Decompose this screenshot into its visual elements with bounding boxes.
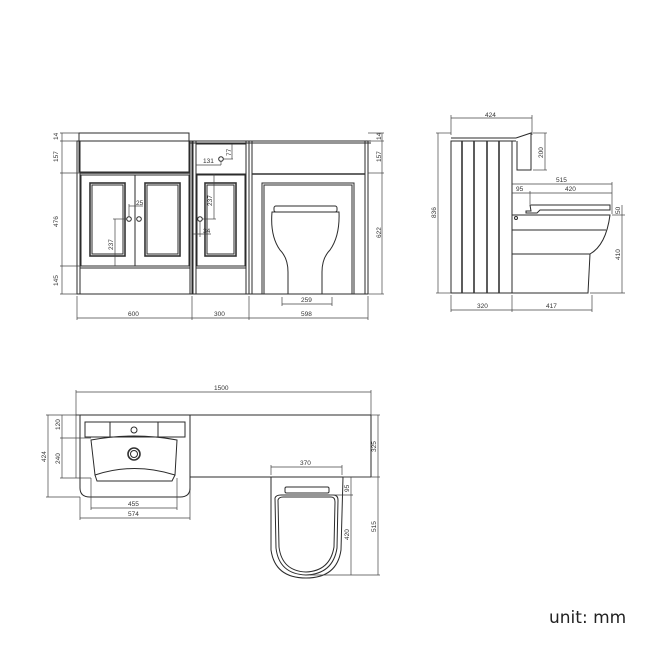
dim-handle-offset: 25 [136,200,144,207]
dim-pan-height: 410 [615,249,622,260]
dim-width-mid: 300 [214,311,225,318]
dim-basin-depth: 424 [41,451,48,462]
dim-drawer-height: 157 [53,151,60,162]
dim-total-height: 836 [431,207,438,218]
dim-total-width: 1500 [214,385,229,392]
dim-basin-width: 574 [128,511,139,518]
dim-pan-width: 259 [301,297,312,304]
dim-unit-depth-plan: 325 [371,441,378,452]
dim-seat-length: 420 [565,186,576,193]
dim-toilet-projection: 515 [556,177,567,184]
dim-bowl-width: 455 [128,501,139,508]
dim-seat-offset-plan: 95 [344,484,351,492]
dim-width-right: 598 [301,311,312,318]
dim-handle-height-left: 237 [108,239,115,250]
dim-plinth-height: 145 [53,275,60,286]
dim-pan-width-plan: 370 [300,460,311,467]
dim-total-depth-plan: 515 [371,521,378,532]
unit-label: unit: mm [549,608,627,628]
dim-drawer-handle-x: 131 [203,158,214,165]
front-view: 14 157 476 145 25 237 131 77 237 34 14 1… [53,132,384,320]
dim-small-door-handle-y: 237 [207,195,214,206]
dim-small-door-handle-x: 34 [203,228,211,235]
dim-width-left: 600 [128,311,139,318]
dim-top-depth: 424 [485,112,496,119]
dim-seat-offset: 95 [516,186,524,193]
dim-seat-thickness: 50 [615,206,622,214]
dim-right-height: 622 [376,227,383,238]
dim-top-thickness: 14 [53,132,60,140]
dim-basin-back: 120 [55,419,62,430]
dim-unit-depth: 320 [477,303,488,310]
basin-top [78,132,190,173]
dim-drawer-handle-y: 77 [226,148,233,156]
dim-basin-height: 200 [538,147,545,158]
dim-door-height: 476 [53,216,60,227]
plan-view: 1500 424 120 240 455 574 [41,385,380,579]
dim-right-drawer: 157 [376,151,383,162]
dim-pan-depth: 417 [546,303,557,310]
dim-seat-length-plan: 420 [344,529,351,540]
dim-right-top: 14 [376,132,383,140]
dim-basin-bowl: 240 [55,453,62,464]
side-view: 424 200 836 515 95 420 50 410 320 417 [431,112,625,312]
